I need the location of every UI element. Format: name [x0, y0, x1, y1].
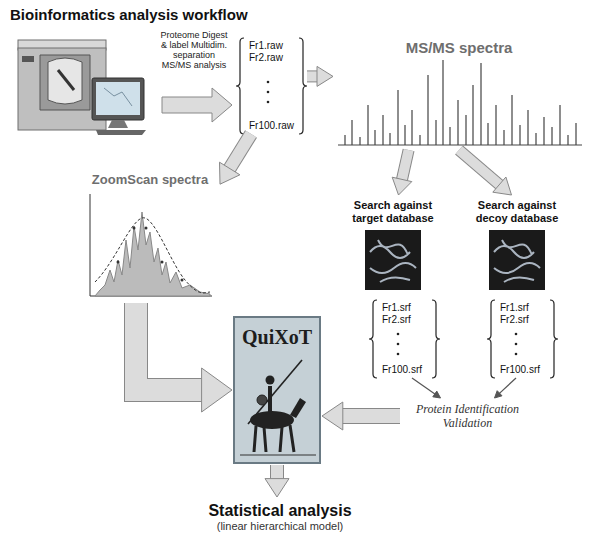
- block-arrow: [307, 66, 333, 86]
- node-text: Fr2.raw: [249, 52, 303, 64]
- database-image: [365, 230, 545, 290]
- mass-spectrometer: [18, 40, 146, 135]
- node-text: Fr100.srf: [500, 364, 554, 376]
- search-step: Search against target database: [338, 195, 448, 295]
- node-text: (linear hierarchical model): [184, 520, 376, 533]
- block-arrow: [220, 134, 252, 184]
- node-text: Protein Identification Validation: [404, 402, 531, 430]
- block-arrow: [392, 150, 412, 195]
- block-arrow: [322, 402, 400, 430]
- spectra-panel: MS/MS spectra: [333, 35, 585, 150]
- file-list: Fr1.srfFr2.srfFr100.srf: [370, 300, 440, 378]
- node-text: Statistical analysis: [184, 501, 376, 520]
- node-text: QuiXoT: [236, 319, 318, 349]
- process-arrow: [162, 88, 232, 122]
- validation-step: Protein Identification Validation: [400, 398, 535, 434]
- node-text: Fr2.srf: [382, 314, 436, 326]
- diagram-title: Bioinformatics analysis workflow: [10, 6, 248, 24]
- node-text: Fr1.srf: [500, 302, 554, 314]
- node-text: Fr100.raw: [249, 120, 303, 132]
- node-text: Fr1.raw: [249, 40, 303, 52]
- node-text: Fr100.srf: [382, 364, 436, 376]
- search-step: Search against decoy database: [462, 195, 572, 295]
- step-label: Proteome Digest & label Multidim. separa…: [158, 30, 230, 70]
- file-list: Fr1.rawFr2.rawFr100.raw: [237, 38, 307, 134]
- msms-spectrum: [338, 60, 582, 145]
- block-arrow: [136, 303, 232, 412]
- result-step: Statistical analysis(linear hierarchical…: [180, 497, 380, 541]
- node-text: ZoomScan spectra: [84, 172, 216, 188]
- file-list: Fr1.srfFr2.srfFr100.srf: [488, 300, 558, 378]
- block-arrow: [265, 465, 289, 497]
- arrow-line: [412, 378, 441, 398]
- zoomscan-spectrum: [90, 194, 212, 296]
- node-text: Fr1.srf: [382, 302, 436, 314]
- quixot-image: [234, 317, 320, 463]
- node-text: Search against decoy database: [466, 199, 568, 225]
- spectra-panel: ZoomScan spectra: [80, 168, 220, 303]
- node-text: Search against target database: [342, 199, 444, 225]
- block-arrow: [459, 150, 512, 195]
- arrow-line: [495, 378, 517, 398]
- node-text: MS/MS spectra: [337, 39, 581, 57]
- node-text: Fr2.srf: [500, 314, 554, 326]
- software-box: QuiXoT: [232, 315, 322, 465]
